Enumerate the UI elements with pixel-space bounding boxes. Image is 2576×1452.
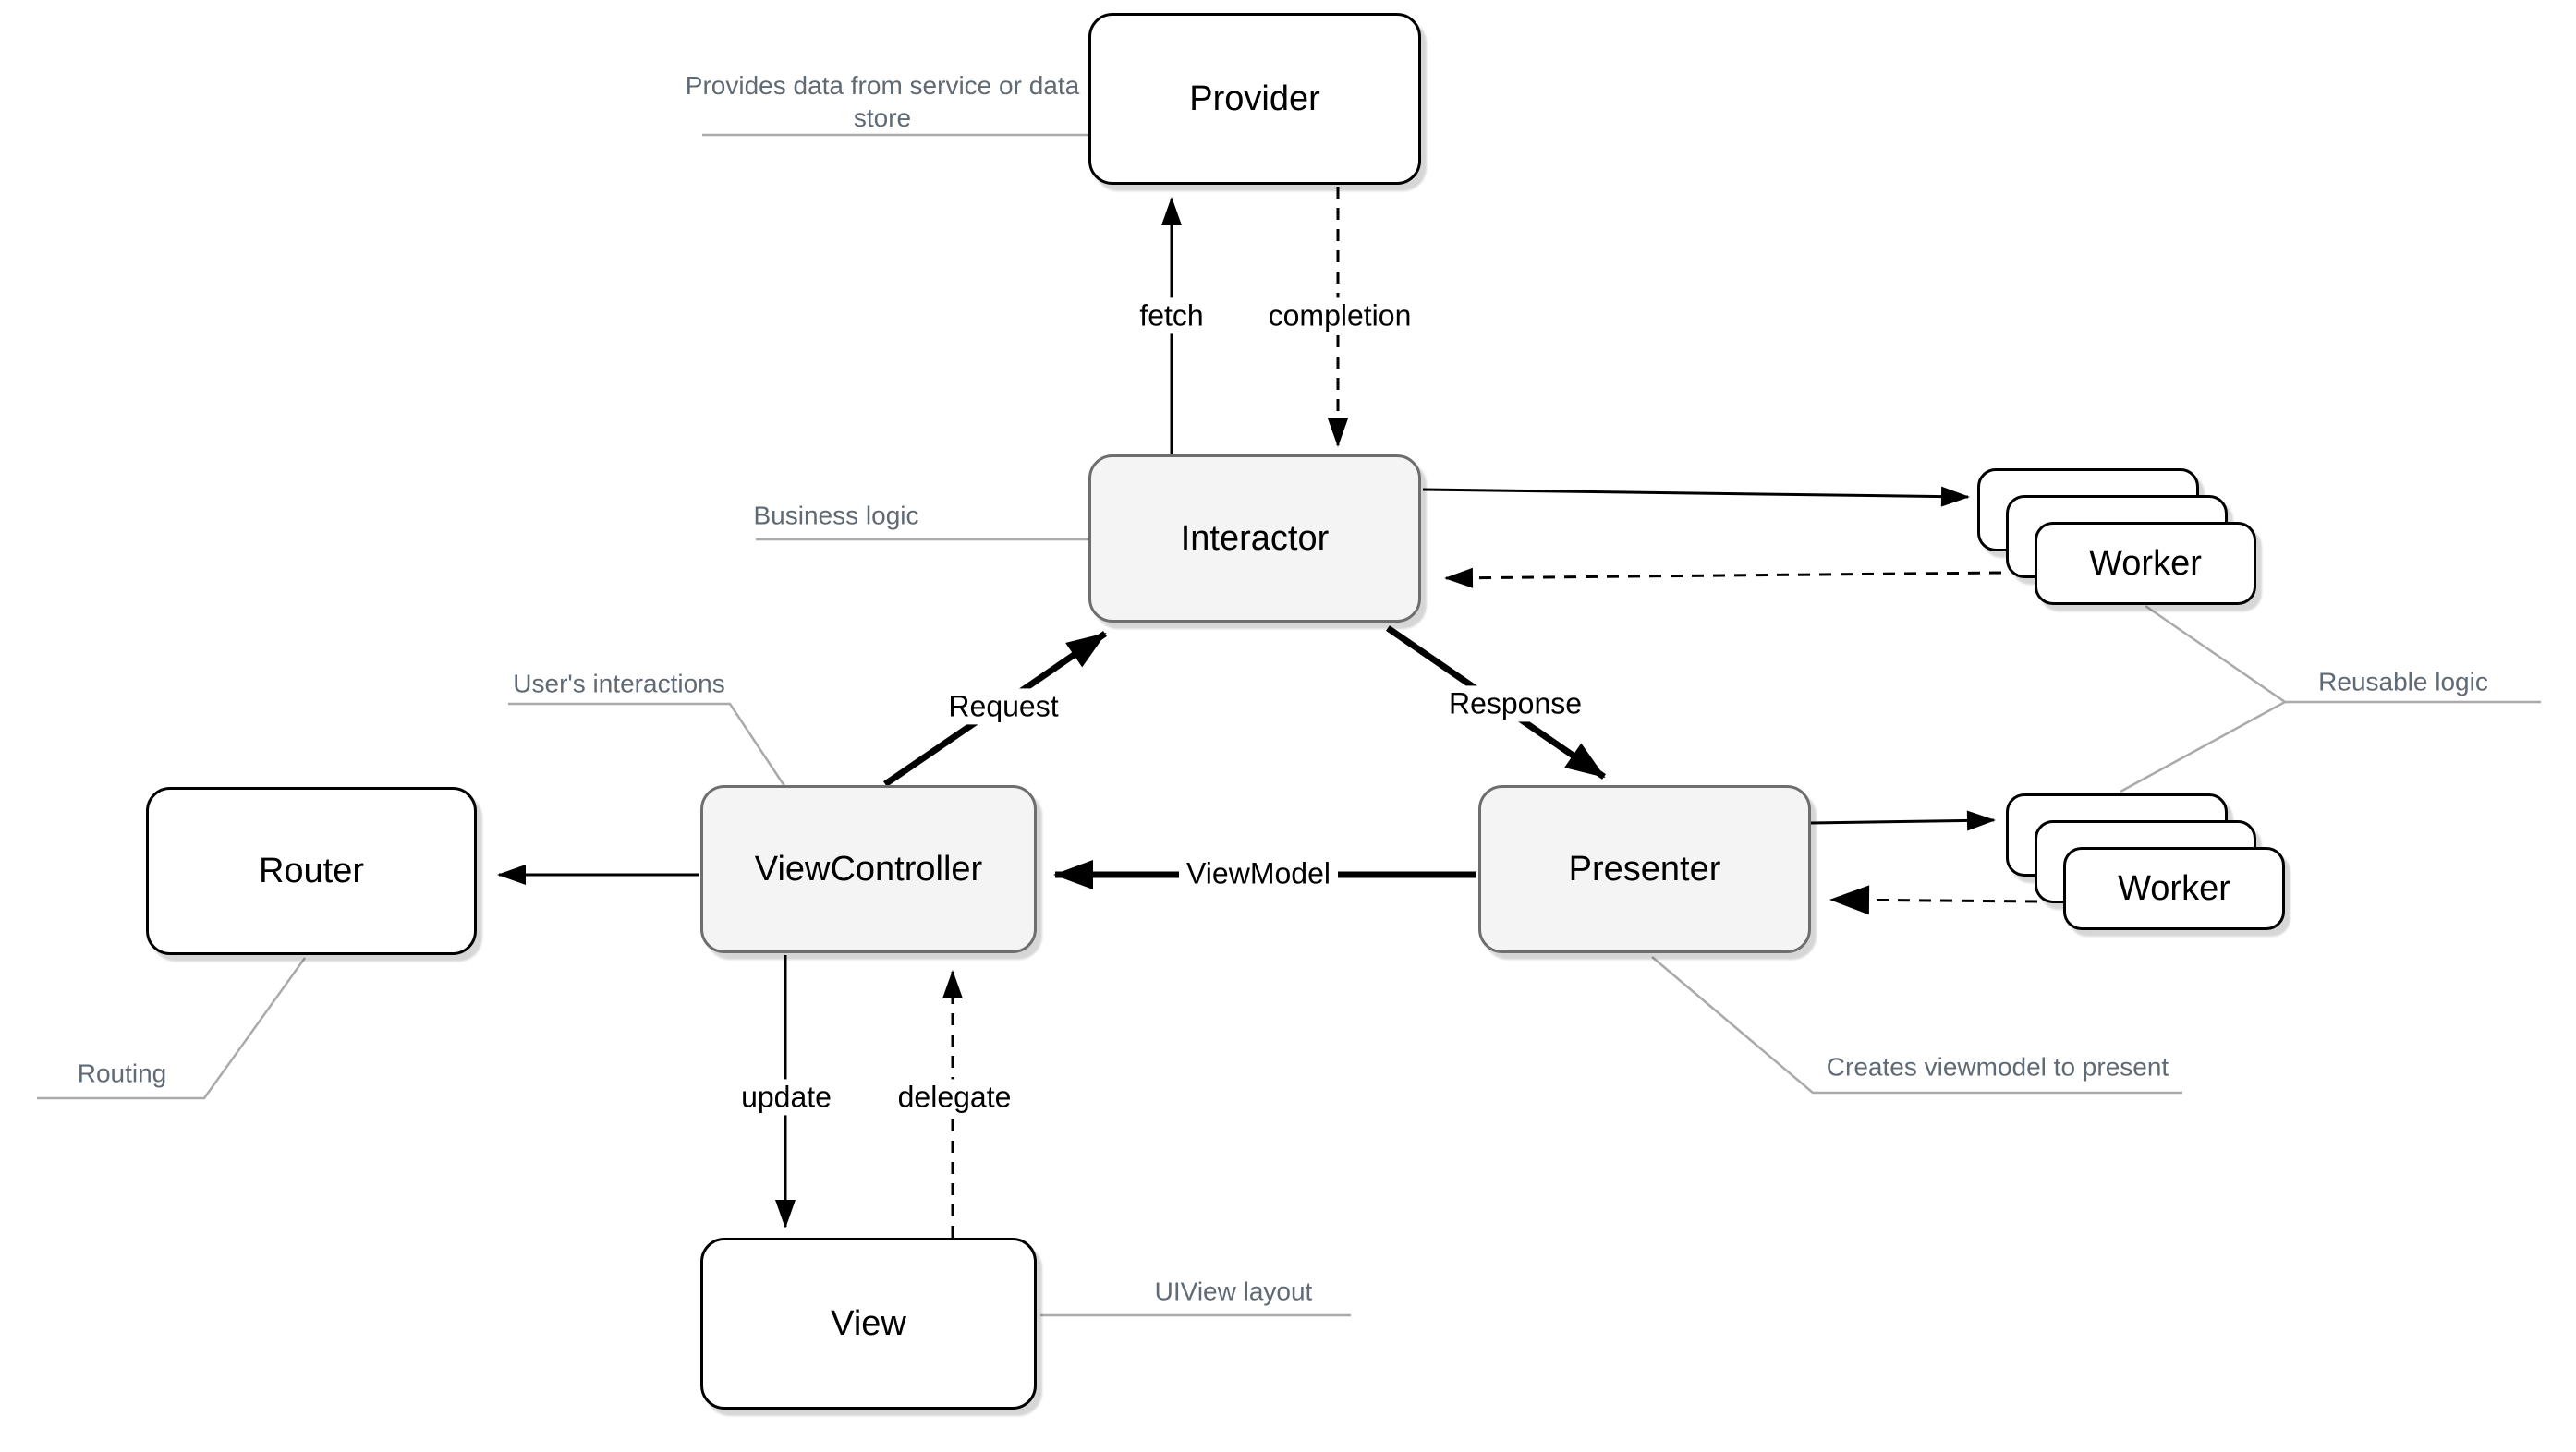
edge-label-update: update — [734, 1079, 839, 1116]
node-viewcontroller-label: ViewController — [754, 849, 983, 889]
edge-label-response: Response — [1440, 685, 1590, 722]
edge-label-delegate: delegate — [890, 1079, 1019, 1116]
node-provider-label: Provider — [1189, 79, 1320, 118]
node-provider: Provider — [1088, 13, 1421, 185]
node-view: View — [700, 1238, 1037, 1410]
annotation-workers-note: Reusable logic — [2318, 667, 2488, 696]
node-view-label: View — [831, 1303, 906, 1343]
node-interactor: Interactor — [1088, 454, 1421, 623]
edge-interactor-to-worker-line — [1422, 486, 1970, 507]
node-interactor-label: Interactor — [1180, 518, 1330, 558]
node-viewcontroller: ViewController — [700, 785, 1037, 953]
node-router-label: Router — [258, 851, 365, 890]
edge-worker-to-presenter-line — [1829, 885, 2038, 915]
node-worker-top-label: Worker — [2089, 543, 2202, 583]
edge-label-viewmodel: ViewModel — [1179, 855, 1338, 892]
edge-label-request: Request — [941, 688, 1066, 725]
edge-label-fetch: fetch — [1132, 297, 1211, 334]
annotation-provider-note: Provides data from service or data store — [685, 71, 1080, 132]
annotation-interactor-note: Business logic — [753, 501, 919, 530]
node-worker-bottom-label: Worker — [2118, 868, 2230, 908]
annotation-view-note: UIView layout — [1154, 1277, 1313, 1306]
leader-viewcontroller-note — [508, 702, 786, 787]
annotation-router-note: Routing — [77, 1059, 167, 1088]
annotation-viewcontroller-note: User's interactions — [513, 669, 725, 698]
edge-label-completion: completion — [1260, 297, 1419, 334]
edge-presenter-to-worker-line — [1810, 810, 1996, 831]
edge-worker-to-interactor-line — [1444, 567, 2002, 588]
leader-workers-note-diagonals — [2120, 604, 2288, 793]
annotation-presenter-note: Creates viewmodel to present — [1826, 1052, 2169, 1082]
node-worker-bottom: Worker — [2063, 847, 2285, 930]
node-router: Router — [146, 787, 477, 955]
node-presenter: Presenter — [1478, 785, 1811, 953]
node-presenter-label: Presenter — [1568, 849, 1721, 889]
node-worker-top: Worker — [2035, 522, 2256, 605]
